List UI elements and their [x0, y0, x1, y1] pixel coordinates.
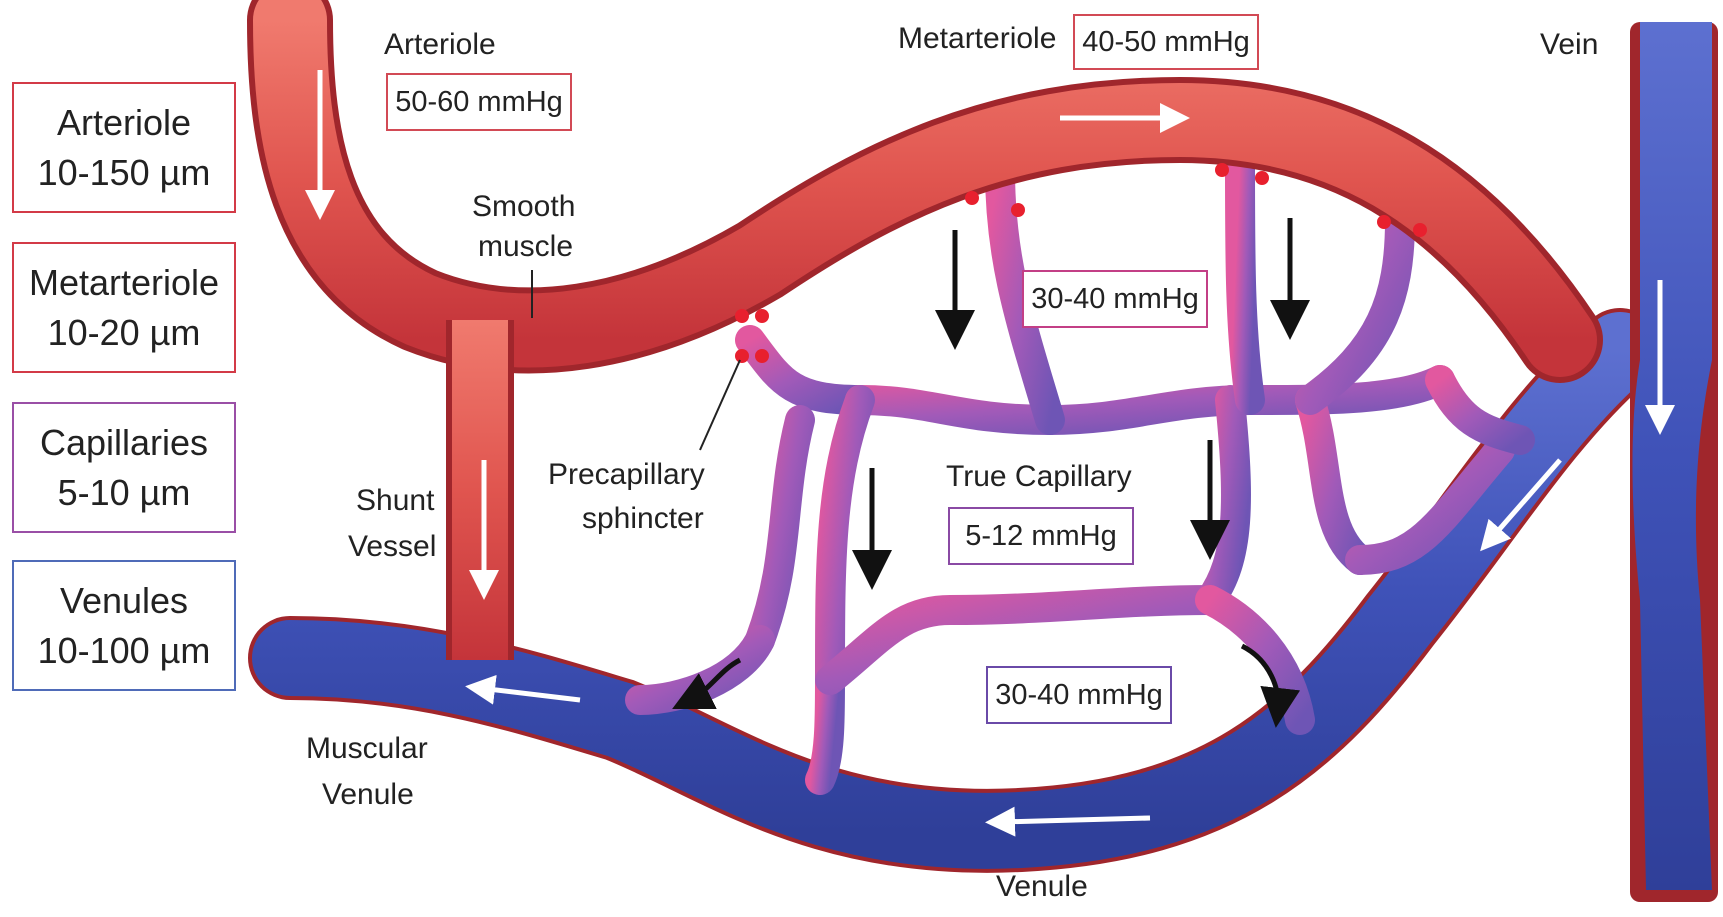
venule-label: Venule — [996, 868, 1088, 906]
legend-metarteriole-size: 10-20 µm — [48, 308, 201, 358]
precapillary-label-line2: sphincter — [582, 500, 704, 538]
shunt-vessel-label-line1: Shunt — [356, 482, 434, 520]
legend-arteriole: Arteriole 10-150 µm — [12, 82, 236, 213]
smooth-muscle-label-line2: muscle — [478, 228, 573, 266]
metarteriole-label: Metarteriole — [898, 20, 1056, 58]
muscular-venule-label-line1: Muscular — [306, 730, 428, 768]
arteriole-vessel — [290, 20, 1560, 340]
muscular-venule-label-line2: Venule — [322, 776, 414, 814]
vein-label: Vein — [1540, 26, 1598, 64]
legend-capillaries-name: Capillaries — [40, 418, 208, 468]
legend-capillaries-size: 5-10 µm — [58, 468, 191, 518]
shunt-vessel — [446, 320, 514, 660]
true-capillary-pressure-box: 5-12 mmHg — [948, 507, 1134, 565]
vein-vessel — [1630, 22, 1718, 902]
legend-capillaries: Capillaries 5-10 µm — [12, 402, 236, 533]
capillary-lower-pressure-box: 30-40 mmHg — [986, 666, 1172, 724]
legend-metarteriole: Metarteriole 10-20 µm — [12, 242, 236, 373]
legend-venules-name: Venules — [60, 576, 188, 626]
legend-venules-size: 10-100 µm — [38, 626, 211, 676]
arteriole-pressure-box: 50-60 mmHg — [386, 73, 572, 131]
arteriole-label: Arteriole — [384, 26, 496, 64]
legend-metarteriole-name: Metarteriole — [29, 258, 219, 308]
smooth-muscle-label-line1: Smooth — [472, 188, 575, 226]
metarteriole-pressure-box: 40-50 mmHg — [1073, 14, 1259, 70]
legend-venules: Venules 10-100 µm — [12, 560, 236, 691]
precapillary-leader — [700, 360, 740, 450]
capillary-upper-pressure-box: 30-40 mmHg — [1022, 270, 1208, 328]
true-capillary-label: True Capillary — [946, 458, 1132, 496]
legend-arteriole-name: Arteriole — [57, 98, 191, 148]
precapillary-label-line1: Precapillary — [548, 456, 705, 494]
shunt-vessel-label-line2: Vessel — [348, 528, 436, 566]
legend-arteriole-size: 10-150 µm — [38, 148, 211, 198]
